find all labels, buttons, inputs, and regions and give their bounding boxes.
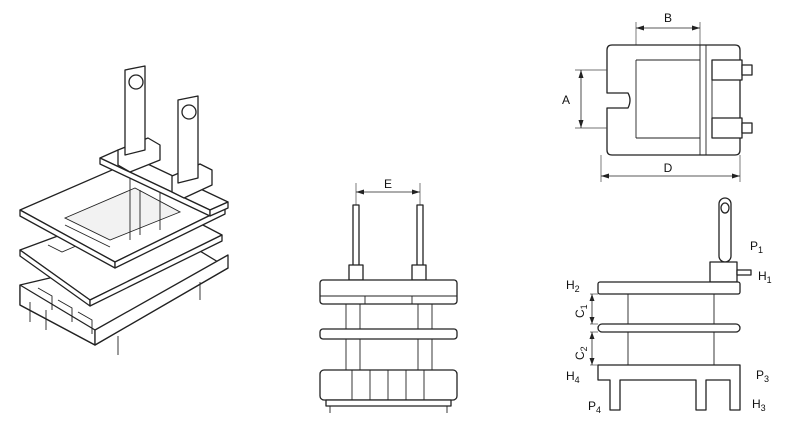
top-view: B A D: [562, 11, 753, 182]
side-middle-flange: [597, 323, 741, 333]
top-view-body: [606, 44, 741, 156]
iso-pin-left: [124, 65, 146, 156]
front-pin-left: [352, 204, 360, 268]
front-base: [319, 369, 458, 401]
side-base: [597, 364, 741, 411]
dim-label-b: B: [664, 11, 672, 25]
dim-label-a: A: [562, 93, 570, 107]
front-view: E: [319, 177, 458, 413]
side-top-flange: [597, 281, 741, 295]
side-view: C1 C2 P1 H1 H2 H4 P3 P4 H3: [566, 197, 772, 415]
label-p1: P1: [750, 239, 763, 255]
dim-label-c2: C2: [573, 346, 589, 360]
top-view-pin-lower: [711, 117, 743, 139]
label-h2: H2: [566, 278, 580, 294]
label-h3: H3: [752, 397, 766, 413]
label-p3: P3: [756, 368, 769, 384]
dim-label-e: E: [384, 177, 392, 191]
label-p4: P4: [588, 399, 601, 415]
iso-base: [19, 244, 229, 355]
front-middle-flange: [319, 328, 458, 340]
front-top-flange: [319, 279, 458, 305]
label-h1: H1: [758, 269, 772, 285]
top-view-pin-upper: [711, 59, 743, 81]
dim-label-d: D: [664, 161, 673, 175]
dim-label-c1: C1: [573, 304, 589, 318]
label-h4: H4: [566, 369, 580, 385]
isometric-exploded-view: [19, 65, 229, 355]
iso-pin-right: [177, 95, 199, 184]
front-pin-right: [416, 204, 424, 268]
